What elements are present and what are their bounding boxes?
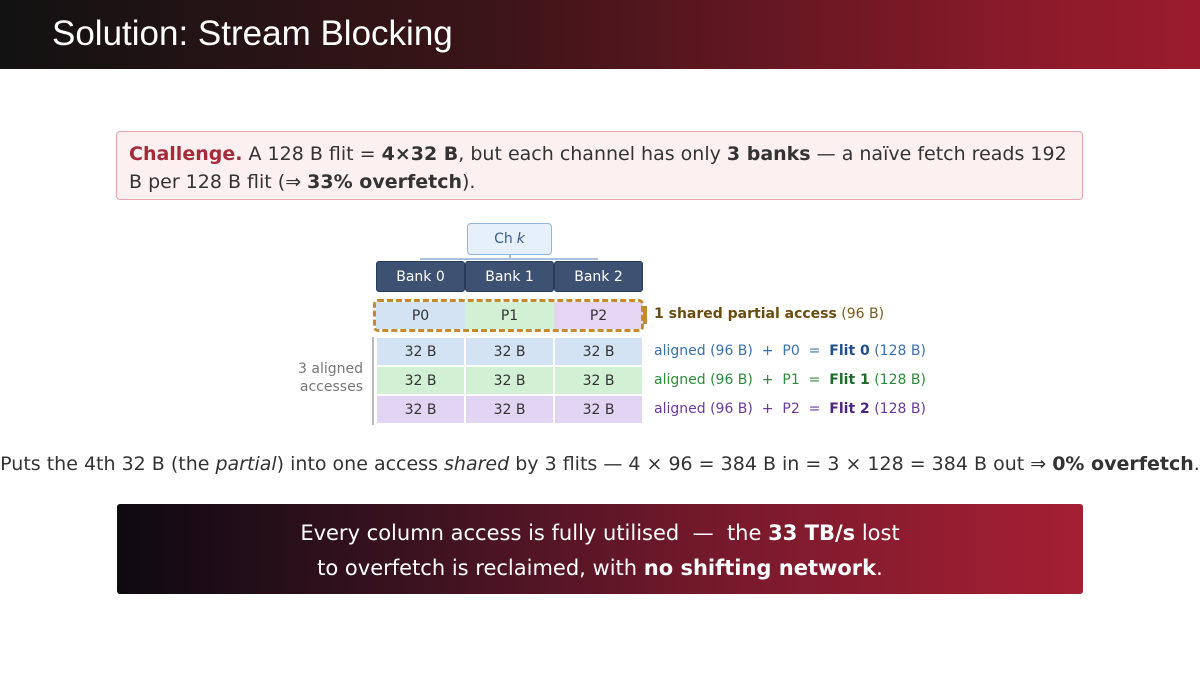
aligned-label-line2: accesses <box>299 379 363 395</box>
conclusion-banner: Every column access is fully utilised — … <box>117 504 1083 594</box>
title-bar: Solution: Stream Blocking <box>0 0 1200 69</box>
flit-note-0-bold: Flit 0 <box>829 343 870 359</box>
challenge-text-1: A 128 B flit = <box>242 143 382 165</box>
flit-note-0-post: (128 B) <box>869 343 926 359</box>
summary-text-3: by 3 flits — 4 × 96 = 384 B in = 3 × 128… <box>509 453 1053 475</box>
flit-note-0-pre: aligned (96 B) + P0 = <box>654 343 830 359</box>
partial-note: 1 shared partial access (96 B) <box>654 306 884 322</box>
banner-line2-c: . <box>876 556 883 580</box>
summary-text-4: . <box>1193 453 1200 475</box>
challenge-text-4: ). <box>461 171 476 193</box>
banner-line-2: to overfetch is reclaimed, with no shift… <box>117 551 1083 586</box>
flit-note-0: aligned (96 B) + P0 = Flit 0 (128 B) <box>654 343 926 359</box>
banner-line2-bold: no shifting network <box>643 556 877 580</box>
row0-cell-1: 32 B <box>465 337 554 366</box>
challenge-callout: Challenge. A 128 B flit = 4×32 B, but ea… <box>116 131 1083 200</box>
connector-horizontal <box>420 258 598 260</box>
partial-marker <box>643 306 647 324</box>
shared-partial-frame <box>373 299 644 332</box>
partial-note-bold: 1 shared partial access <box>654 306 837 322</box>
row2-cell-2: 32 B <box>554 395 643 424</box>
partial-cell-0: P0 <box>376 302 465 329</box>
row2-cell-0: 32 B <box>376 395 465 424</box>
flit-note-2: aligned (96 B) + P2 = Flit 2 (128 B) <box>654 401 926 417</box>
challenge-text-3: — a naïve fetch reads 192 B per 128 B fl… <box>129 143 1067 193</box>
challenge-bold-1: 4×32 B <box>381 143 459 165</box>
summary-text-2: ) into one access <box>276 453 445 475</box>
flit-note-1-post: (128 B) <box>869 372 926 388</box>
row2-cell-1: 32 B <box>465 395 554 424</box>
flit-note-2-post: (128 B) <box>869 401 926 417</box>
flit-note-1-pre: aligned (96 B) + P1 = <box>654 372 830 388</box>
flit-note-1: aligned (96 B) + P1 = Flit 1 (128 B) <box>654 372 926 388</box>
row0-cell-2: 32 B <box>554 337 643 366</box>
challenge-text-2: , but each channel has only <box>458 143 727 165</box>
bank-header-2: Bank 2 <box>554 261 643 292</box>
challenge-bold-2: 3 banks <box>726 143 811 165</box>
banner-line-1: Every column access is fully utilised — … <box>117 516 1083 551</box>
aligned-label-line1: 3 aligned <box>298 361 363 377</box>
summary-text-1: Puts the 4th 32 B (the <box>0 453 216 475</box>
row1-cell-1: 32 B <box>465 366 554 395</box>
aligned-accesses-label: 3 aligned accesses <box>283 360 363 396</box>
bank-header-0: Bank 0 <box>376 261 465 292</box>
partial-cell-2: P2 <box>554 302 643 329</box>
row1-cell-2: 32 B <box>554 366 643 395</box>
flit-note-2-bold: Flit 2 <box>829 401 870 417</box>
channel-prefix: Ch <box>494 231 513 247</box>
banner-line1-c: lost <box>855 521 900 545</box>
flit-note-2-pre: aligned (96 B) + P2 = <box>654 401 830 417</box>
challenge-bold-3: 33% overfetch <box>307 171 462 193</box>
summary-italic-2: shared <box>444 453 510 475</box>
banner-line2-a: to overfetch is reclaimed, with <box>317 556 644 580</box>
channel-variable: k <box>516 231 525 247</box>
flit-note-1-bold: Flit 1 <box>829 372 870 388</box>
bank-header-1: Bank 1 <box>465 261 554 292</box>
partial-note-rest: (96 B) <box>836 306 885 322</box>
banner-line1-bold: 33 TB/s <box>768 521 856 545</box>
summary-line: Puts the 4th 32 B (the partial) into one… <box>0 453 1200 475</box>
connector-vertical <box>509 255 511 260</box>
row1-cell-0: 32 B <box>376 366 465 395</box>
channel-box: Ch k <box>467 223 552 255</box>
aligned-bracket <box>372 337 376 425</box>
partial-cell-1: P1 <box>465 302 554 329</box>
banner-line1-a: Every column access is fully utilised — … <box>300 521 769 545</box>
summary-bold-1: 0% overfetch <box>1052 453 1194 475</box>
summary-italic-1: partial <box>215 453 277 475</box>
row0-cell-0: 32 B <box>376 337 465 366</box>
slide-title: Solution: Stream Blocking <box>52 14 453 53</box>
challenge-lead: Challenge. <box>129 143 243 165</box>
